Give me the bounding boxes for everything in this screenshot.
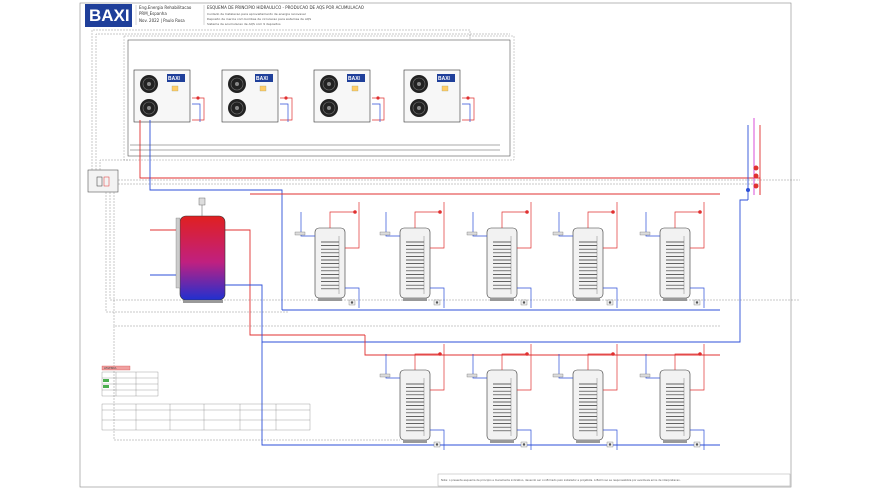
drawing-heading: ESQUEMA DE PRINCIPIO HIDRAULICO - PRODUC… xyxy=(207,5,364,10)
controller-panel xyxy=(87,169,119,193)
control-wiring xyxy=(91,29,800,441)
heat-pump-unit: BAXI xyxy=(133,69,205,123)
unit-logo: BAXI xyxy=(256,76,269,82)
date-author: Nov. 2022 | Paulo Rosa xyxy=(139,18,185,23)
buffer-tank xyxy=(175,197,226,303)
legend: LEGENDA xyxy=(101,365,311,431)
heat-pump-unit: BAXI xyxy=(313,69,385,123)
drawing-note2: Deposito de inercia com bombas de circul… xyxy=(207,17,311,21)
unit-logo-box xyxy=(437,74,455,82)
dhw-tank xyxy=(466,202,532,308)
heat-pump-unit: BAXI xyxy=(403,69,475,123)
dhw-tank xyxy=(466,344,532,450)
dhw-tank xyxy=(552,344,618,450)
drawing-note1: Cuidado de Instalacao para aproveitament… xyxy=(207,12,306,16)
drawing-note3: Sistema de acumulacao de AQS com 9 depos… xyxy=(207,22,281,26)
unit-logo: BAXI xyxy=(348,76,361,82)
main-pipework xyxy=(130,118,761,446)
dhw-tank xyxy=(294,202,360,308)
dhw-tank xyxy=(379,344,445,450)
brand-logo: BAXI xyxy=(89,6,130,25)
dhw-tank xyxy=(639,344,705,450)
unit-logo-box xyxy=(167,74,185,82)
fan-icon xyxy=(140,75,158,93)
legend-title: LEGENDA xyxy=(104,366,117,370)
unit-logo: BAXI xyxy=(438,76,451,82)
fan-icon xyxy=(228,99,246,117)
fan-icon xyxy=(410,99,428,117)
fan-icon xyxy=(320,75,338,93)
heat-pump-unit: BAXI xyxy=(221,69,293,123)
unit-logo-box xyxy=(347,74,365,82)
dhw-tank xyxy=(379,202,445,308)
title-block: BAXI Eng.Energia Rehabilitacao PRM_Espan… xyxy=(85,4,364,27)
brand-logo-box xyxy=(85,4,132,27)
inlet-sensors xyxy=(746,165,759,192)
project-line2: PRM_Espanha xyxy=(139,11,167,16)
footer-note: Nota: o presente esquema de principio e … xyxy=(441,478,681,482)
fan-icon xyxy=(320,99,338,117)
fan-icon xyxy=(228,75,246,93)
dhw-tank xyxy=(639,202,705,308)
unit-logo: BAXI xyxy=(168,76,181,82)
dhw-storage-tanks xyxy=(294,202,705,450)
heat-pump-area xyxy=(123,35,515,161)
fan-icon xyxy=(410,75,428,93)
heat-pump-units: BAXI BAXI BAXI BAXI xyxy=(133,69,475,123)
dhw-tank xyxy=(552,202,618,308)
footer-note-block: Nota: o presente esquema de principio e … xyxy=(437,473,791,487)
fan-icon xyxy=(140,99,158,117)
project-line1: Eng.Energia Rehabilitacao xyxy=(139,5,192,10)
unit-logo-box xyxy=(255,74,273,82)
